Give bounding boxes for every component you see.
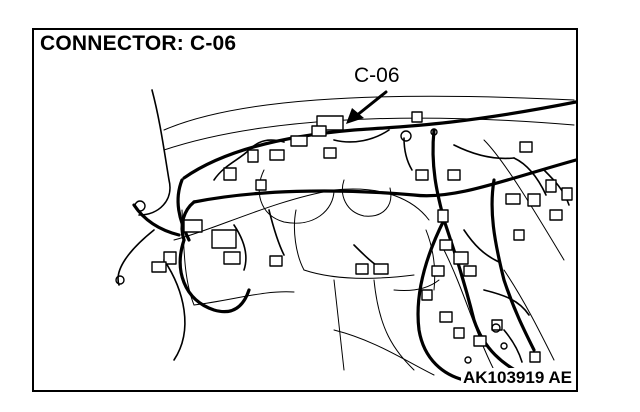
wiring-harness-illustration	[115, 89, 576, 382]
grommets	[115, 128, 508, 364]
dashboard-outline	[163, 95, 575, 376]
connector-callout-label: C-06	[354, 64, 400, 87]
connector-blocks	[151, 111, 573, 363]
diagram-frame: CONNECTOR: C-06 C-06 AK103919 AE	[32, 28, 578, 392]
callout-arrow-icon	[346, 108, 364, 124]
callout-leader	[354, 90, 388, 118]
figure-code: AK103919 AE	[461, 368, 574, 388]
diagram-title: CONNECTOR: C-06	[40, 32, 237, 55]
branch-wires	[117, 89, 570, 363]
